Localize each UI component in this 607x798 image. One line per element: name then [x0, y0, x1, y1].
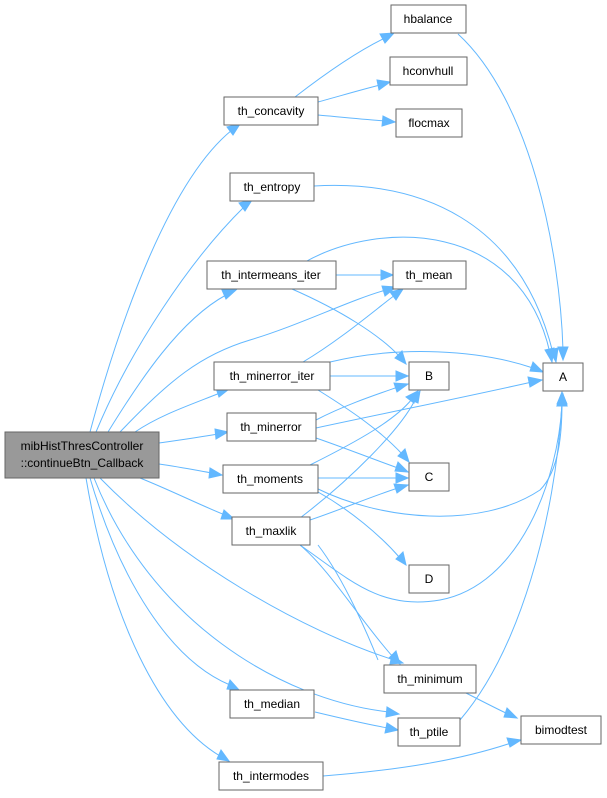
- node-th_moments-label: th_moments: [237, 472, 303, 486]
- node-th_intermodes[interactable]: th_intermodes: [218, 761, 324, 791]
- node-root-label-line2: ::continueBtn_Callback: [21, 456, 145, 470]
- edge-th_ptile-A: [459, 403, 563, 721]
- node-th_intermeans_iter[interactable]: th_intermeans_iter: [206, 260, 337, 290]
- node-th_maxlik[interactable]: th_maxlik: [231, 516, 311, 546]
- node-th_intermeans_iter-label: th_intermeans_iter: [221, 268, 320, 282]
- node-th_median-label: th_median: [244, 697, 300, 711]
- edge-root-th_entropy: [95, 206, 245, 433]
- edge-th_minerror_iter-th_mean: [302, 294, 396, 363]
- node-flocmax[interactable]: flocmax: [395, 108, 463, 138]
- edge-th_moments-A: [315, 401, 563, 517]
- node-hconvhull-label: hconvhull: [403, 64, 454, 78]
- edge-th_intermeans_iter-B: [291, 288, 401, 358]
- node-flocmax-label: flocmax: [408, 116, 449, 130]
- edge-root-th_minerror: [158, 433, 219, 444]
- edge-th_concavity-hbalance: [294, 37, 386, 98]
- node-bimodtest[interactable]: bimodtest: [520, 715, 602, 745]
- node-A-label: A: [559, 370, 567, 384]
- edge-root-th_intermeans_iter: [107, 294, 227, 433]
- edge-th_concavity-flocmax: [317, 114, 386, 122]
- node-th_mean[interactable]: th_mean: [392, 260, 467, 290]
- node-C[interactable]: C: [408, 462, 450, 492]
- edge-root-th_minerror_iter: [134, 392, 221, 433]
- edge-root-th_mean: [119, 289, 387, 433]
- node-th_minerror_iter[interactable]: th_minerror_iter: [213, 361, 331, 391]
- edge-hbalance-A: [457, 33, 564, 351]
- node-root-label-line1: mibHistThresController: [21, 439, 144, 453]
- node-th_minimum[interactable]: th_minimum: [383, 664, 477, 694]
- edge-th_minerror-C: [315, 437, 399, 469]
- node-th_minerror_iter-label: th_minerror_iter: [230, 369, 315, 383]
- node-th_entropy[interactable]: th_entropy: [229, 172, 315, 202]
- node-B[interactable]: B: [408, 361, 450, 391]
- edge-root-th_moments: [158, 463, 213, 474]
- edge-th_maxlik-A: [299, 403, 563, 603]
- edge-root-th_concavity: [89, 129, 233, 433]
- node-root[interactable]: mibHistThresController ::continueBtn_Cal…: [4, 431, 160, 479]
- node-B-label: B: [425, 369, 433, 383]
- node-th_minerror-label: th_minerror: [240, 420, 301, 434]
- node-th_concavity-label: th_concavity: [238, 104, 305, 118]
- node-D[interactable]: D: [408, 564, 450, 594]
- edge-th_intermodes-bimodtest: [322, 742, 512, 777]
- edge-th_minerror-A: [315, 381, 533, 429]
- node-th_ptile-label: th_ptile: [410, 725, 449, 739]
- edge-th_entropy-A: [313, 184, 554, 354]
- node-th_entropy-label: th_entropy: [244, 180, 301, 194]
- node-th_minimum-label: th_minimum: [397, 672, 462, 686]
- edge-root-th_ptile: [93, 477, 390, 713]
- edge-th_moments-D: [317, 491, 401, 559]
- edge-th_moments-B: [309, 398, 413, 466]
- edge-th_minerror_iter-A: [329, 351, 534, 369]
- edge-th_minerror_iter-C: [317, 389, 404, 456]
- node-C-label: C: [425, 470, 434, 484]
- node-bimodtest-label: bimodtest: [535, 723, 588, 737]
- node-D-label: D: [425, 572, 434, 586]
- node-th_intermodes-label: th_intermodes: [233, 769, 309, 783]
- edge-root-th_maxlik: [139, 477, 226, 516]
- node-hbalance-label: hbalance: [404, 12, 453, 26]
- node-hconvhull[interactable]: hconvhull: [389, 56, 468, 86]
- edge-th_median-th_ptile: [314, 711, 389, 729]
- nodes: mibHistThresController ::continueBtn_Cal…: [4, 4, 602, 791]
- edge-th_concavity-hconvhull: [317, 84, 381, 103]
- node-th_concavity[interactable]: th_concavity: [223, 96, 319, 126]
- edge-th_maxlik-th_ptile: [317, 544, 379, 661]
- node-th_minerror[interactable]: th_minerror: [226, 412, 317, 442]
- edges: [85, 32, 569, 777]
- edge-th_maxlik-th_minimum: [299, 544, 394, 658]
- node-th_median[interactable]: th_median: [229, 689, 315, 719]
- node-th_ptile[interactable]: th_ptile: [397, 717, 461, 747]
- edge-th_maxlik-C: [309, 487, 399, 521]
- edge-th_minerror-B: [315, 386, 399, 421]
- node-A[interactable]: A: [542, 362, 584, 392]
- edge-th_maxlik-B: [299, 399, 416, 519]
- node-th_moments[interactable]: th_moments: [222, 464, 319, 494]
- node-hbalance[interactable]: hbalance: [390, 4, 467, 34]
- edge-root-th_minimum: [99, 477, 395, 661]
- edge-root-th_intermodes: [85, 477, 221, 757]
- node-th_mean-label: th_mean: [406, 268, 453, 282]
- edge-th_intermeans_iter-A: [304, 236, 551, 354]
- node-th_maxlik-label: th_maxlik: [246, 524, 298, 538]
- edge-root-th_median: [89, 477, 231, 686]
